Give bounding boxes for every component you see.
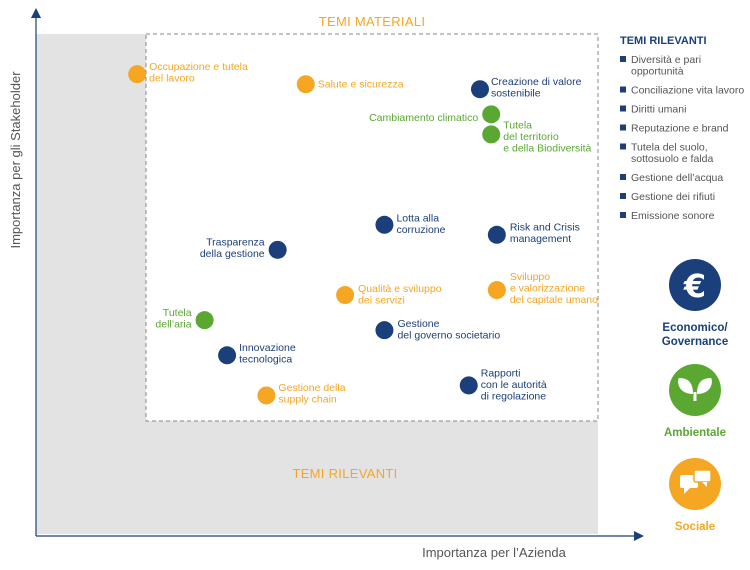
point-marker-economic <box>218 346 237 365</box>
legend-item: Diritti umani <box>620 104 686 116</box>
legend-item: Conciliazione vita lavoro <box>620 85 744 97</box>
legend-bullet <box>620 174 626 180</box>
legend-item-label: Emissione sonore <box>631 210 715 222</box>
material-region-title: TEMI MATERIALI <box>319 14 426 29</box>
legend-title: TEMI RILEVANTI <box>620 35 707 47</box>
point-marker-environmental <box>195 311 214 330</box>
speech-bubbles-icon <box>669 458 721 510</box>
point-marker-economic <box>375 321 394 340</box>
data-point: Salute e sicurezza <box>296 75 404 94</box>
relevant-region-title: TEMI RILEVANTI <box>292 466 397 481</box>
point-marker-economic <box>375 215 394 234</box>
legend-item-label: Reputazione e brand <box>631 123 729 135</box>
point-marker-social <box>296 75 315 94</box>
point-marker-environmental <box>482 105 501 124</box>
point-marker-economic <box>487 225 506 244</box>
point-label: Cambiamento climatico <box>369 112 478 124</box>
point-marker-environmental <box>482 125 501 144</box>
legend-item: Gestione dell’acqua <box>620 172 723 184</box>
leaf-icon <box>669 364 721 416</box>
legend-bullet <box>620 124 626 131</box>
point-marker-social <box>336 286 355 305</box>
category-economic: € Economico/Governance <box>662 259 729 348</box>
legend-item: Tutela del suolo,sottosuolo e falda <box>620 142 713 166</box>
point-marker-economic <box>470 80 489 99</box>
x-axis-label: Importanza per l’Azienda <box>422 545 567 560</box>
point-marker-social <box>487 281 506 300</box>
legend-item-label: Gestione dei rifiuti <box>631 191 715 203</box>
legend-bullet <box>620 193 626 199</box>
euro-icon: € <box>669 259 721 311</box>
legend-bullet <box>620 86 626 93</box>
category-label: Economico/Governance <box>662 322 729 348</box>
category-social: Sociale <box>669 458 721 533</box>
legend-item-label: Gestione dell’acqua <box>631 172 723 184</box>
category-environmental: Ambientale <box>664 364 726 439</box>
y-axis-arrow <box>31 8 41 18</box>
point-marker-social <box>257 386 276 405</box>
category-label: Sociale <box>675 521 715 533</box>
legend-item-label: Diritti umani <box>631 104 686 116</box>
legend-bullet <box>620 143 626 150</box>
category-label: Ambientale <box>664 427 726 439</box>
point-label: Salute e sicurezza <box>318 79 404 91</box>
svg-text:€: € <box>683 267 706 305</box>
data-point: Cambiamento climatico <box>369 105 501 124</box>
point-marker-economic <box>268 240 287 259</box>
legend-bullet <box>620 105 626 112</box>
legend-bullet <box>620 212 626 218</box>
x-axis-arrow <box>634 531 644 541</box>
legend-bullet <box>620 56 626 62</box>
y-axis-label: Importanza per gli Stakeholder <box>8 71 23 249</box>
point-marker-social <box>128 65 147 84</box>
legend-item: Gestione dei rifiuti <box>620 191 715 203</box>
legend-item: Reputazione e brand <box>620 123 729 135</box>
legend-item: Emissione sonore <box>620 210 715 222</box>
legend-item-label: Tutela del suolo,sottosuolo e falda <box>631 142 713 166</box>
legend-item-label: Conciliazione vita lavoro <box>631 85 744 97</box>
point-marker-economic <box>459 376 478 395</box>
